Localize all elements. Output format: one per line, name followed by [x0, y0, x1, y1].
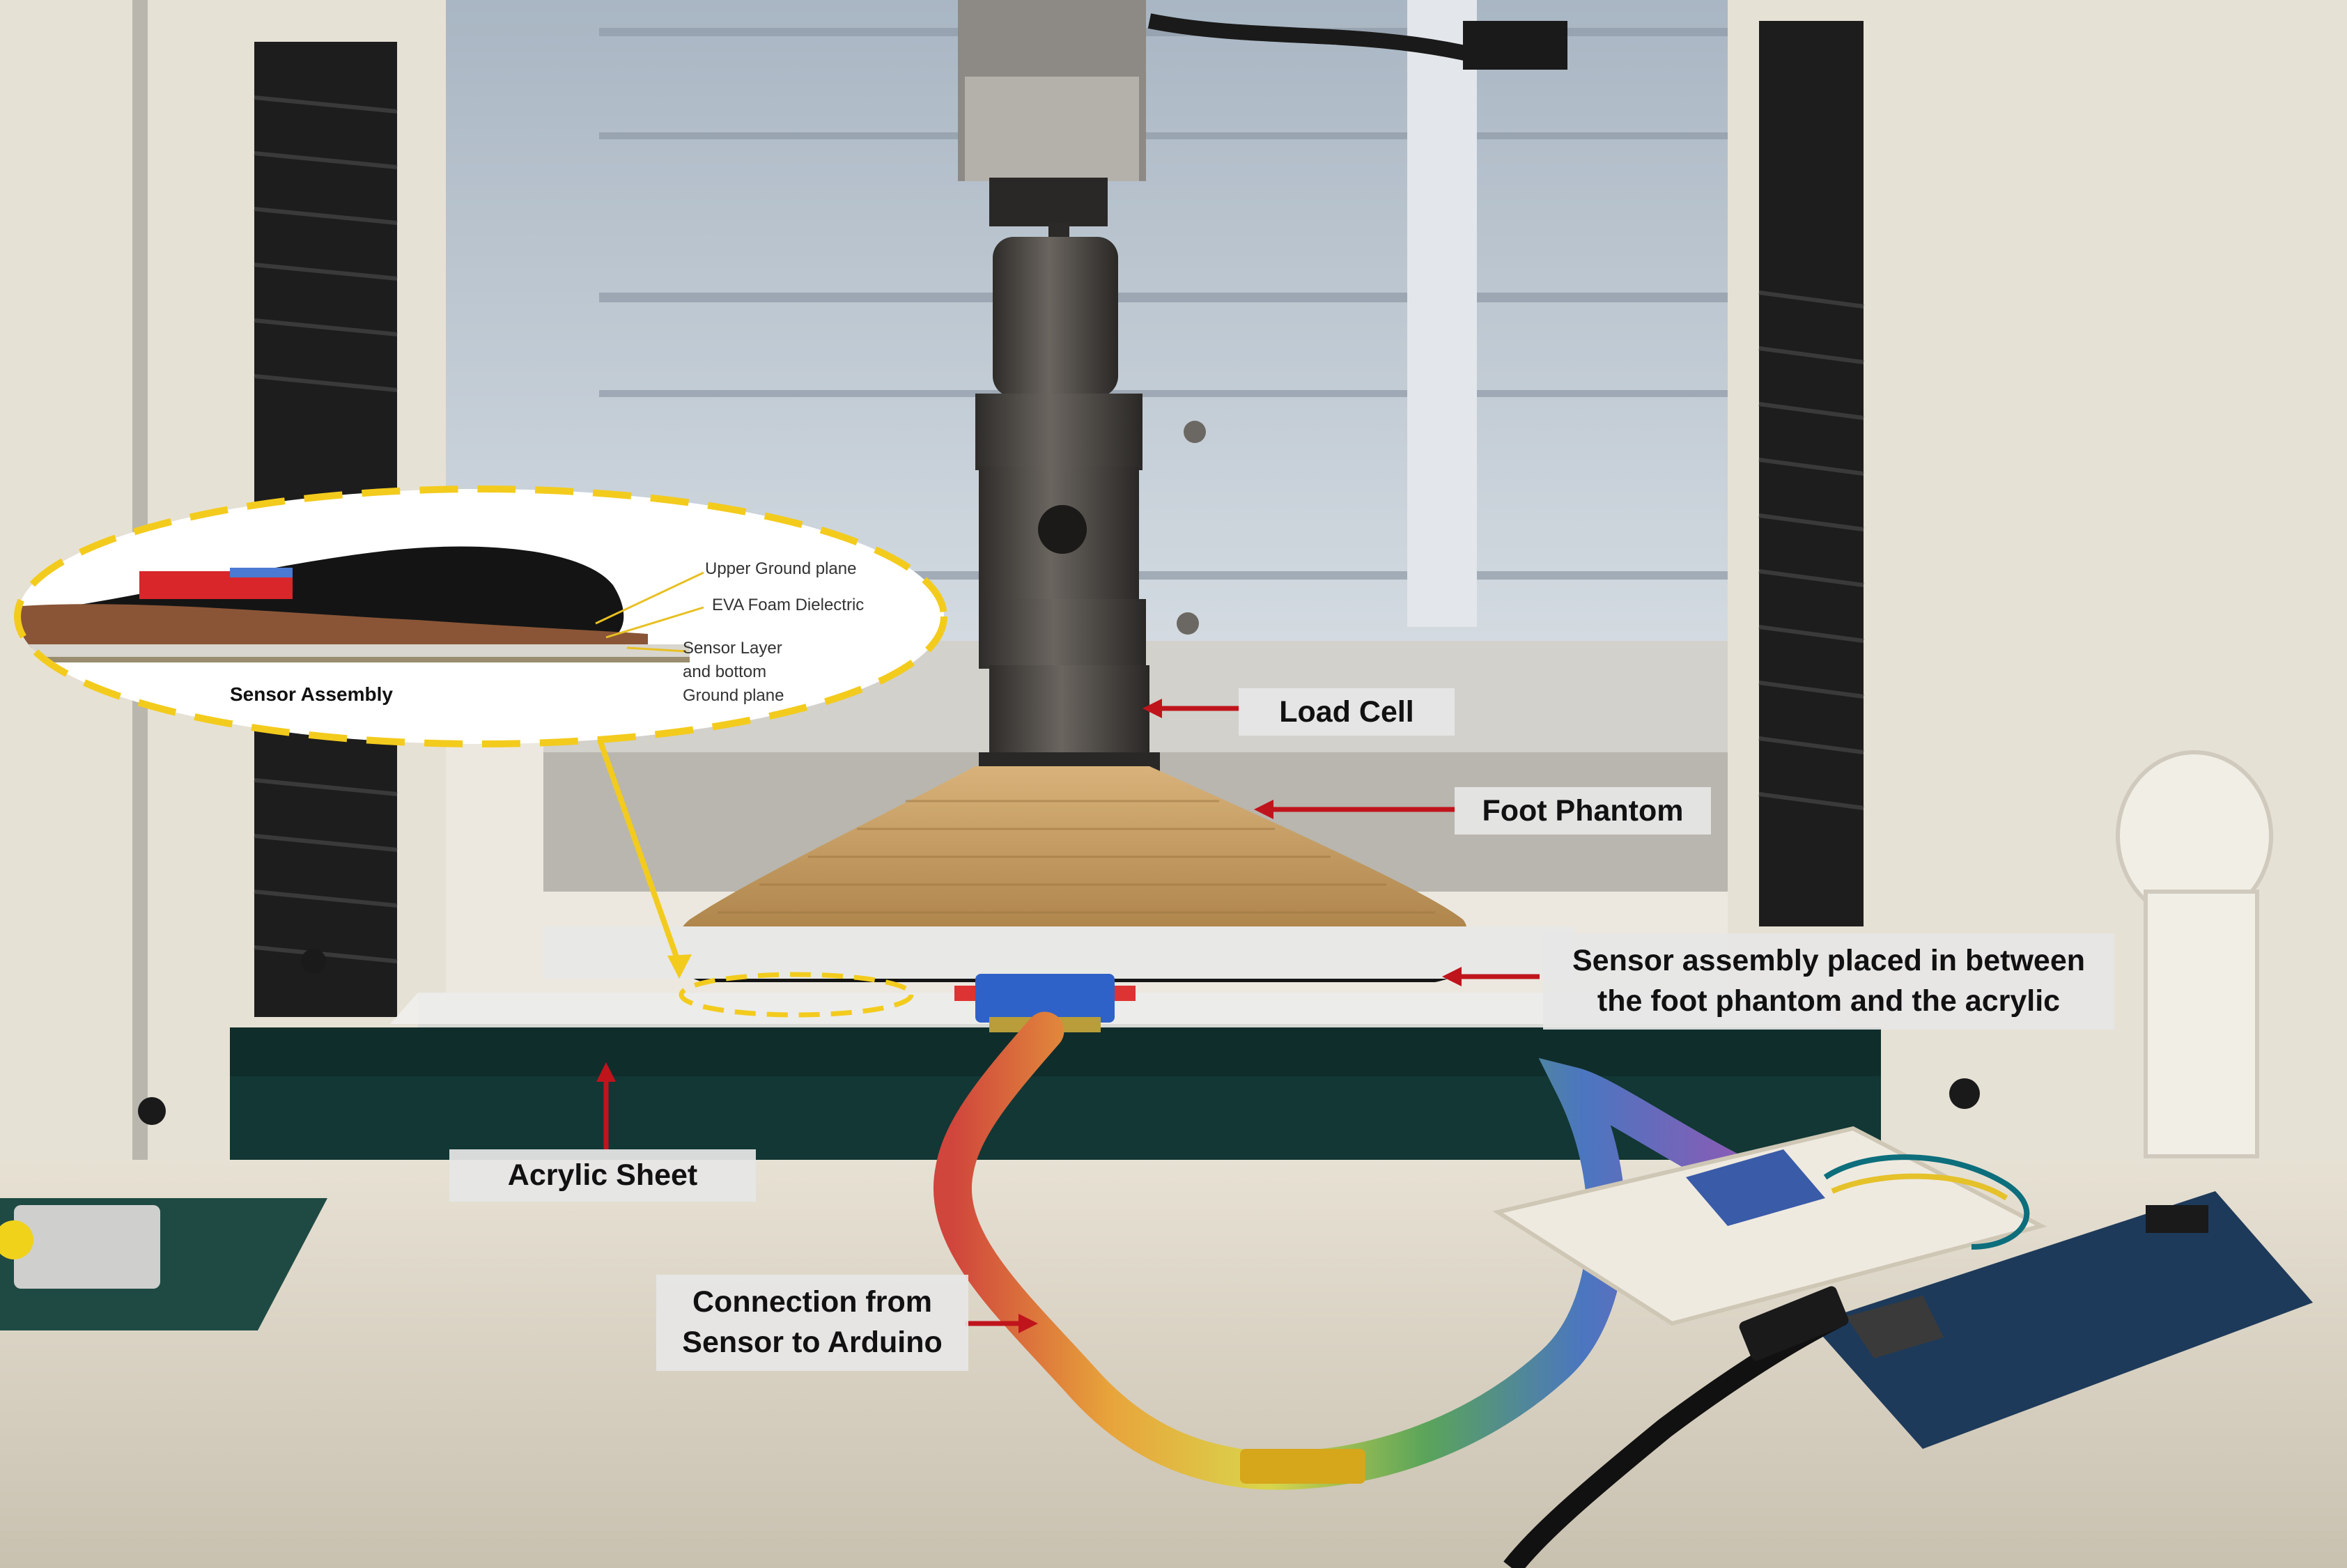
zoom-label-sensor-layer-3: Ground plane	[683, 686, 784, 705]
callout-arrows	[596, 699, 1540, 1333]
foot-phantom	[680, 766, 1467, 951]
sensor-location-marker	[679, 972, 914, 1018]
arduino-board	[1811, 1191, 2313, 1449]
inset-sensor-layer	[21, 644, 690, 657]
zoom-label-upper-ground-plane: Upper Ground plane	[705, 559, 857, 578]
load-cell	[958, 0, 1206, 772]
zoom-inset-outline	[14, 486, 947, 747]
zoom-label-sensor-layer-2: and bottom	[683, 662, 767, 681]
ribbon-connector	[975, 974, 1115, 1023]
label-connection: Connection from Sensor to Arduino	[656, 1275, 968, 1371]
label-sensor-assembly-line1: Sensor assembly placed in between	[1572, 944, 2086, 977]
label-connection-line2: Sensor to Arduino	[682, 1326, 943, 1359]
zoom-title-sensor-assembly: Sensor Assembly	[230, 683, 393, 705]
label-sensor-assembly-placement: Sensor assembly placed in between the fo…	[1543, 933, 2114, 1030]
label-acrylic-sheet: Acrylic Sheet	[449, 1149, 756, 1202]
label-connection-line1: Connection from	[692, 1285, 932, 1319]
zoom-label-eva-foam-dielectric: EVA Foam Dielectric	[712, 596, 865, 614]
inset-leader-arrow	[598, 740, 682, 966]
label-load-cell: Load Cell	[1239, 688, 1455, 736]
inset-insole-brown	[21, 604, 648, 648]
sensor-strip-upper	[543, 926, 1574, 979]
label-foot-phantom: Foot Phantom	[1455, 787, 1711, 835]
zoom-label-sensor-layer-1: Sensor Layer	[683, 639, 782, 658]
label-sensor-assembly-line2: the foot phantom and the acrylic	[1597, 984, 2061, 1018]
